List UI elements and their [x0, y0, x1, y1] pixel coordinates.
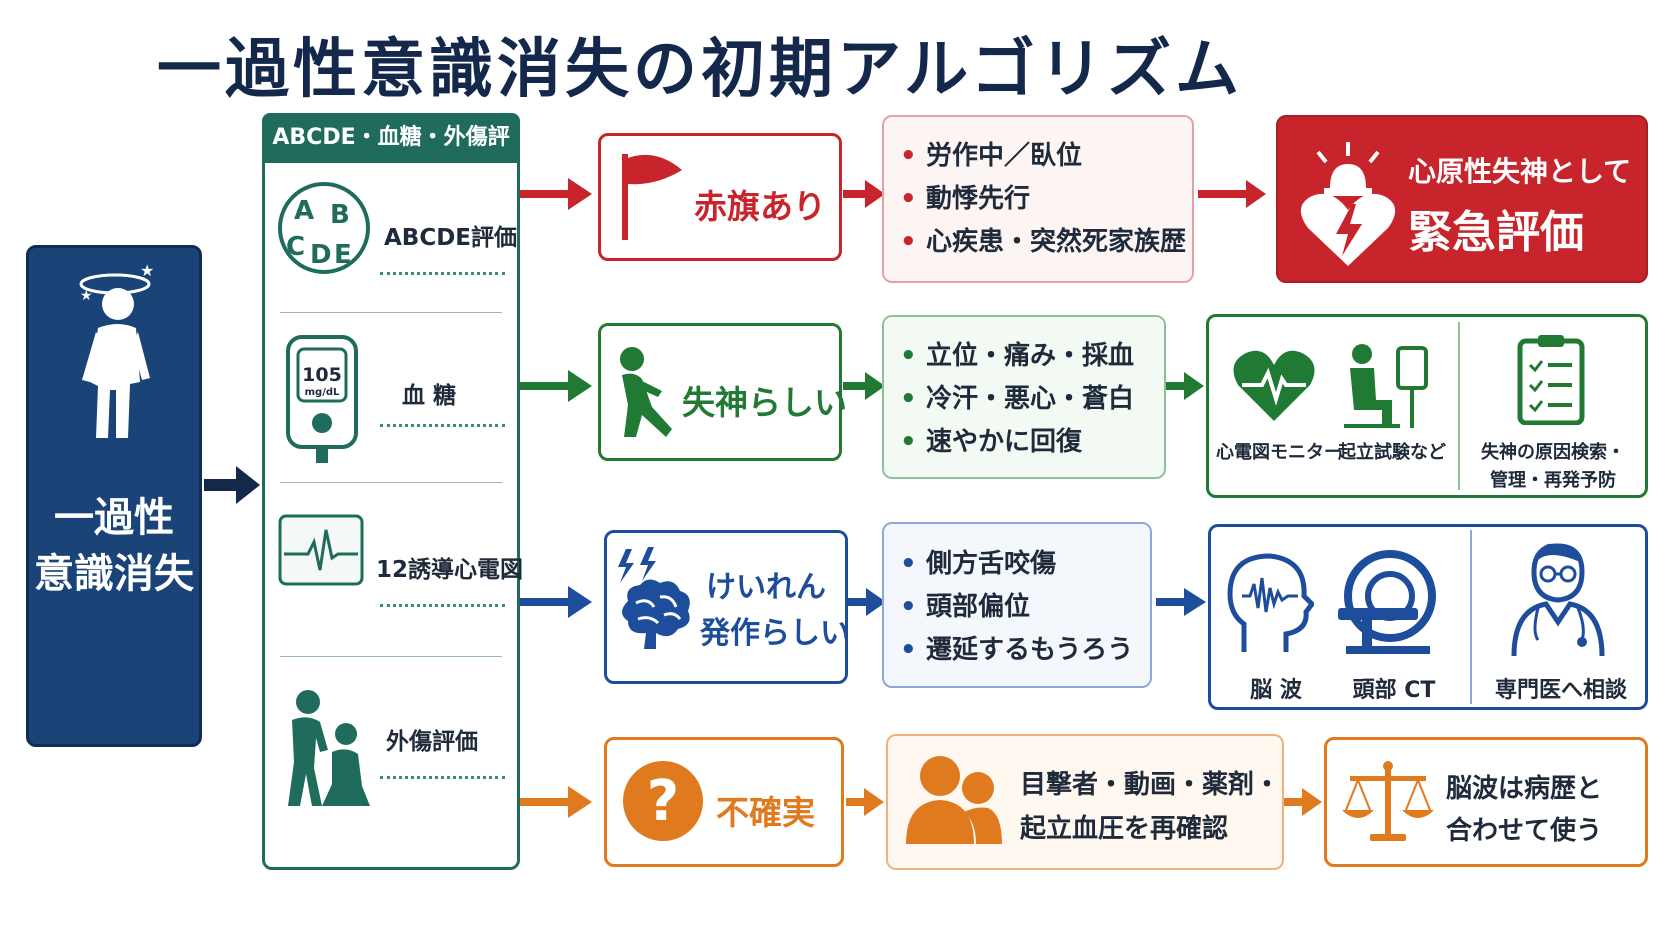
dotted-line [380, 776, 505, 779]
finding-item: •速やかに回復 [900, 427, 1083, 457]
syncope-findings: •立位・痛み・採血 •冷汗・悪心・蒼白 •速やかに回復 [900, 335, 1134, 464]
urgent-result-line1: 心原性失神として [1408, 155, 1632, 188]
outcome-caption: 失神の原因検索・ [1481, 442, 1625, 463]
red-flag-icon [622, 154, 682, 240]
red-flag-findings-box [882, 115, 1194, 283]
uncertain-result-box [1324, 737, 1648, 867]
start-arrow [204, 466, 260, 504]
seizure-label-line2: 発作らしい [700, 616, 850, 651]
tilt-test-icon [1344, 344, 1428, 428]
outcome-caption: 脳 波 [1250, 678, 1302, 703]
svg-text:★: ★ [140, 262, 154, 280]
row1-arrow-3 [1198, 180, 1266, 208]
abcde-icon [278, 182, 370, 274]
uncertain-label: 不確実 [716, 793, 815, 832]
eeg-head-icon [1227, 553, 1314, 652]
row1-arrow-1 [520, 178, 592, 210]
finding-item: •労作中／臥位 [900, 141, 1083, 171]
outcome-caption: 専門医へ相談 [1494, 678, 1627, 703]
heart-monitor-icon [1233, 350, 1315, 421]
outcome-caption: 心電図モニター [1216, 442, 1342, 463]
uncertain-result-line2: 合わせて使う [1446, 816, 1603, 846]
panel-label-glucose: 血 糖 [402, 383, 457, 409]
glucose-value: 105 [302, 364, 342, 386]
uncertain-finding-line1: 目撃者・動画・薬剤・ [1020, 770, 1281, 800]
abcde-letter-a: A [294, 196, 315, 226]
svg-text:?: ? [647, 769, 679, 834]
alarm-heart-icon [1300, 142, 1396, 266]
trauma-assessment-icon [288, 690, 370, 806]
abcde-letter-b: B [330, 200, 350, 230]
outcome-caption: 起立試験など [1338, 442, 1446, 463]
ct-scanner-icon [1338, 550, 1436, 654]
syncope-label: 失神らしい [682, 383, 847, 422]
syncope-findings-box [882, 315, 1166, 479]
panel-label-trauma: 外傷評価 [386, 729, 478, 755]
row4-arrow-1 [520, 786, 592, 818]
uncertain-findings-box [886, 734, 1284, 870]
panel-label-ecg: 12誘導心電図 [376, 557, 524, 583]
brain-lightning-icon [618, 547, 690, 649]
row3-arrow-2 [848, 588, 886, 616]
dotted-line [380, 272, 505, 275]
row3-arrow-3 [1156, 588, 1206, 616]
ecg-icon [278, 514, 364, 586]
outcome-divider [1458, 322, 1460, 490]
glucose-unit: mg/dL [304, 387, 340, 398]
red-flag-box [598, 133, 842, 261]
fainting-person-icon [620, 347, 672, 437]
panel-divider [280, 482, 502, 483]
svg-text:★: ★ [80, 288, 93, 304]
outcome-caption: 頭部 CT [1352, 678, 1436, 703]
seizure-label-line1: けいれん [706, 570, 826, 605]
row2-arrow-2 [843, 372, 885, 400]
finding-item: •頭部偏位 [900, 592, 1031, 622]
finding-item: •心疾患・突然死家族歴 [900, 227, 1187, 257]
abcde-letter-d: D [310, 240, 332, 270]
dotted-line [380, 604, 505, 607]
row3-arrow-1 [520, 586, 592, 618]
urgent-result-line2: 緊急評価 [1408, 207, 1584, 258]
finding-item: •動悸先行 [900, 184, 1031, 214]
red-flag-findings: •労作中／臥位 •動悸先行 •心疾患・突然死家族歴 [900, 135, 1186, 264]
uncertain-result-line1: 脳波は病歴と [1446, 774, 1603, 804]
panel-divider [280, 312, 502, 313]
glucose-meter-icon [286, 335, 358, 463]
page-title: 一過性意識消失の初期アルゴリズム [156, 33, 1244, 107]
finding-item: •遷延するもうろう [900, 635, 1134, 665]
people-icon [906, 756, 1002, 844]
start-label: 一過性 意識消失 [34, 495, 194, 597]
panel-label-abcde: ABCDE評価 [384, 225, 518, 251]
dizzy-person-icon: ★ ★ [79, 262, 154, 438]
panel-header: ABCDE・血糖・外傷評価 [262, 113, 520, 200]
row4-arrow-3 [1284, 788, 1322, 816]
doctor-icon [1511, 543, 1605, 657]
finding-item: •冷汗・悪心・蒼白 [900, 384, 1135, 414]
outcome-divider [1470, 530, 1472, 704]
outcome-caption: 管理・再発予防 [1490, 470, 1616, 491]
finding-item: •立位・痛み・採血 [900, 341, 1135, 371]
scale-icon [1342, 761, 1434, 841]
abcde-letter-c: C [286, 232, 306, 262]
seizure-findings-box [882, 522, 1152, 688]
dotted-line [380, 424, 505, 427]
row1-arrow-2 [843, 180, 885, 208]
abcde-letter-e: E [334, 240, 352, 270]
question-circle-icon: ? [623, 761, 703, 841]
uncertain-finding-line2: 起立血圧を再確認 [1020, 814, 1229, 844]
red-flag-label: 赤旗あり [694, 187, 826, 226]
clipboard-checklist-icon [1517, 335, 1585, 425]
panel-divider [280, 656, 502, 657]
row2-arrow-3 [1166, 372, 1204, 400]
row4-arrow-2 [846, 788, 884, 816]
row2-arrow-1 [520, 370, 592, 402]
finding-item: •側方舌咬傷 [900, 549, 1057, 579]
seizure-findings: •側方舌咬傷 •頭部偏位 •遷延するもうろう [900, 543, 1133, 672]
